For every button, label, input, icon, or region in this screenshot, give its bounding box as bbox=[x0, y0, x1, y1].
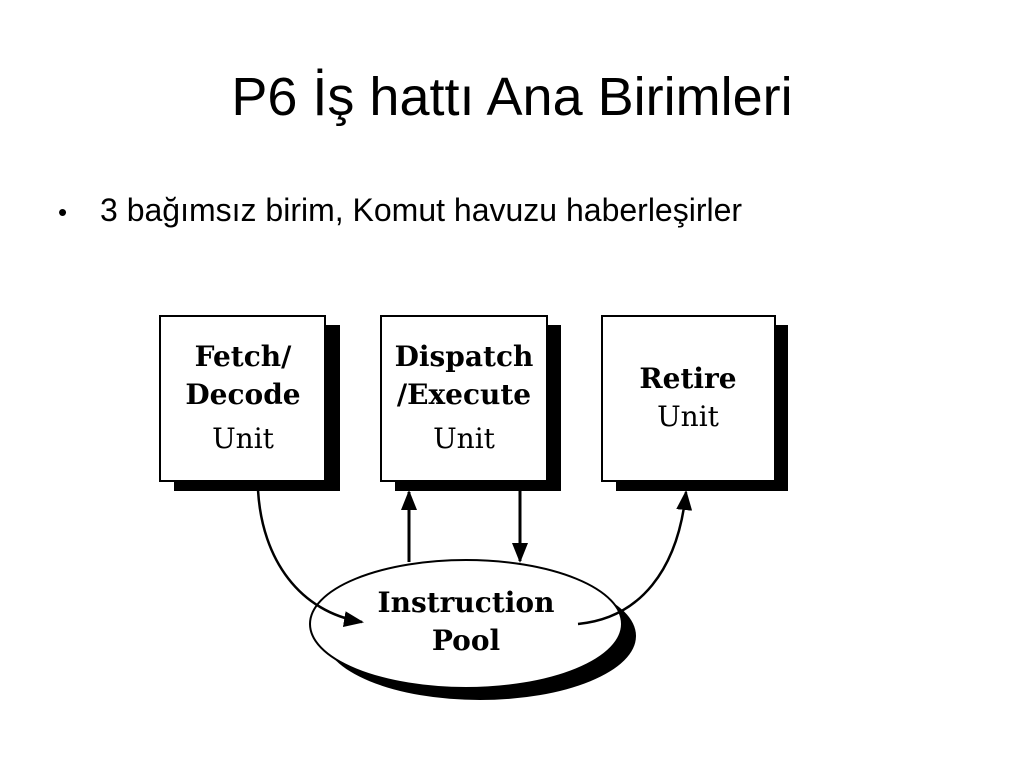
arrow-fetch-to-pool bbox=[256, 489, 364, 628]
fetch-decode-line1: Fetch/ bbox=[195, 340, 293, 373]
dispatch-execute-line2: /Execute bbox=[397, 378, 531, 411]
bullet-list: • 3 bağımsız birim, Komut havuzu haberle… bbox=[58, 188, 742, 234]
dispatch-execute-line1: Dispatch bbox=[395, 340, 534, 373]
fetch-decode-box bbox=[159, 315, 326, 482]
arrow-pool-to-retire bbox=[577, 490, 693, 626]
instruction-pool: Instruction Pool bbox=[309, 559, 636, 700]
instruction-pool-line2: Pool bbox=[432, 624, 500, 657]
instruction-pool-line1: Instruction bbox=[378, 586, 555, 619]
retire-unit: Retire Unit bbox=[601, 315, 788, 491]
dispatch-execute-line3: Unit bbox=[433, 422, 496, 455]
bullet-marker: • bbox=[58, 197, 68, 227]
instruction-pool-ellipse bbox=[309, 559, 623, 689]
fetch-decode-line3: Unit bbox=[212, 422, 275, 455]
bullet-item: • 3 bağımsız birim, Komut havuzu haberle… bbox=[58, 188, 742, 234]
slide-title: P6 İş hattı Ana Birimleri bbox=[231, 67, 793, 127]
fetch-decode-unit: Fetch/ Decode Unit bbox=[159, 315, 340, 491]
dispatch-execute-unit: Dispatch /Execute Unit bbox=[380, 315, 561, 491]
retire-line2: Unit bbox=[657, 400, 720, 433]
dispatch-execute-box bbox=[380, 315, 548, 482]
bullet-text: 3 bağımsız birim, Komut havuzu haberleşi… bbox=[100, 192, 743, 228]
retire-line1: Retire bbox=[639, 362, 736, 395]
retire-box bbox=[601, 315, 776, 482]
fetch-decode-line2: Decode bbox=[185, 378, 300, 411]
